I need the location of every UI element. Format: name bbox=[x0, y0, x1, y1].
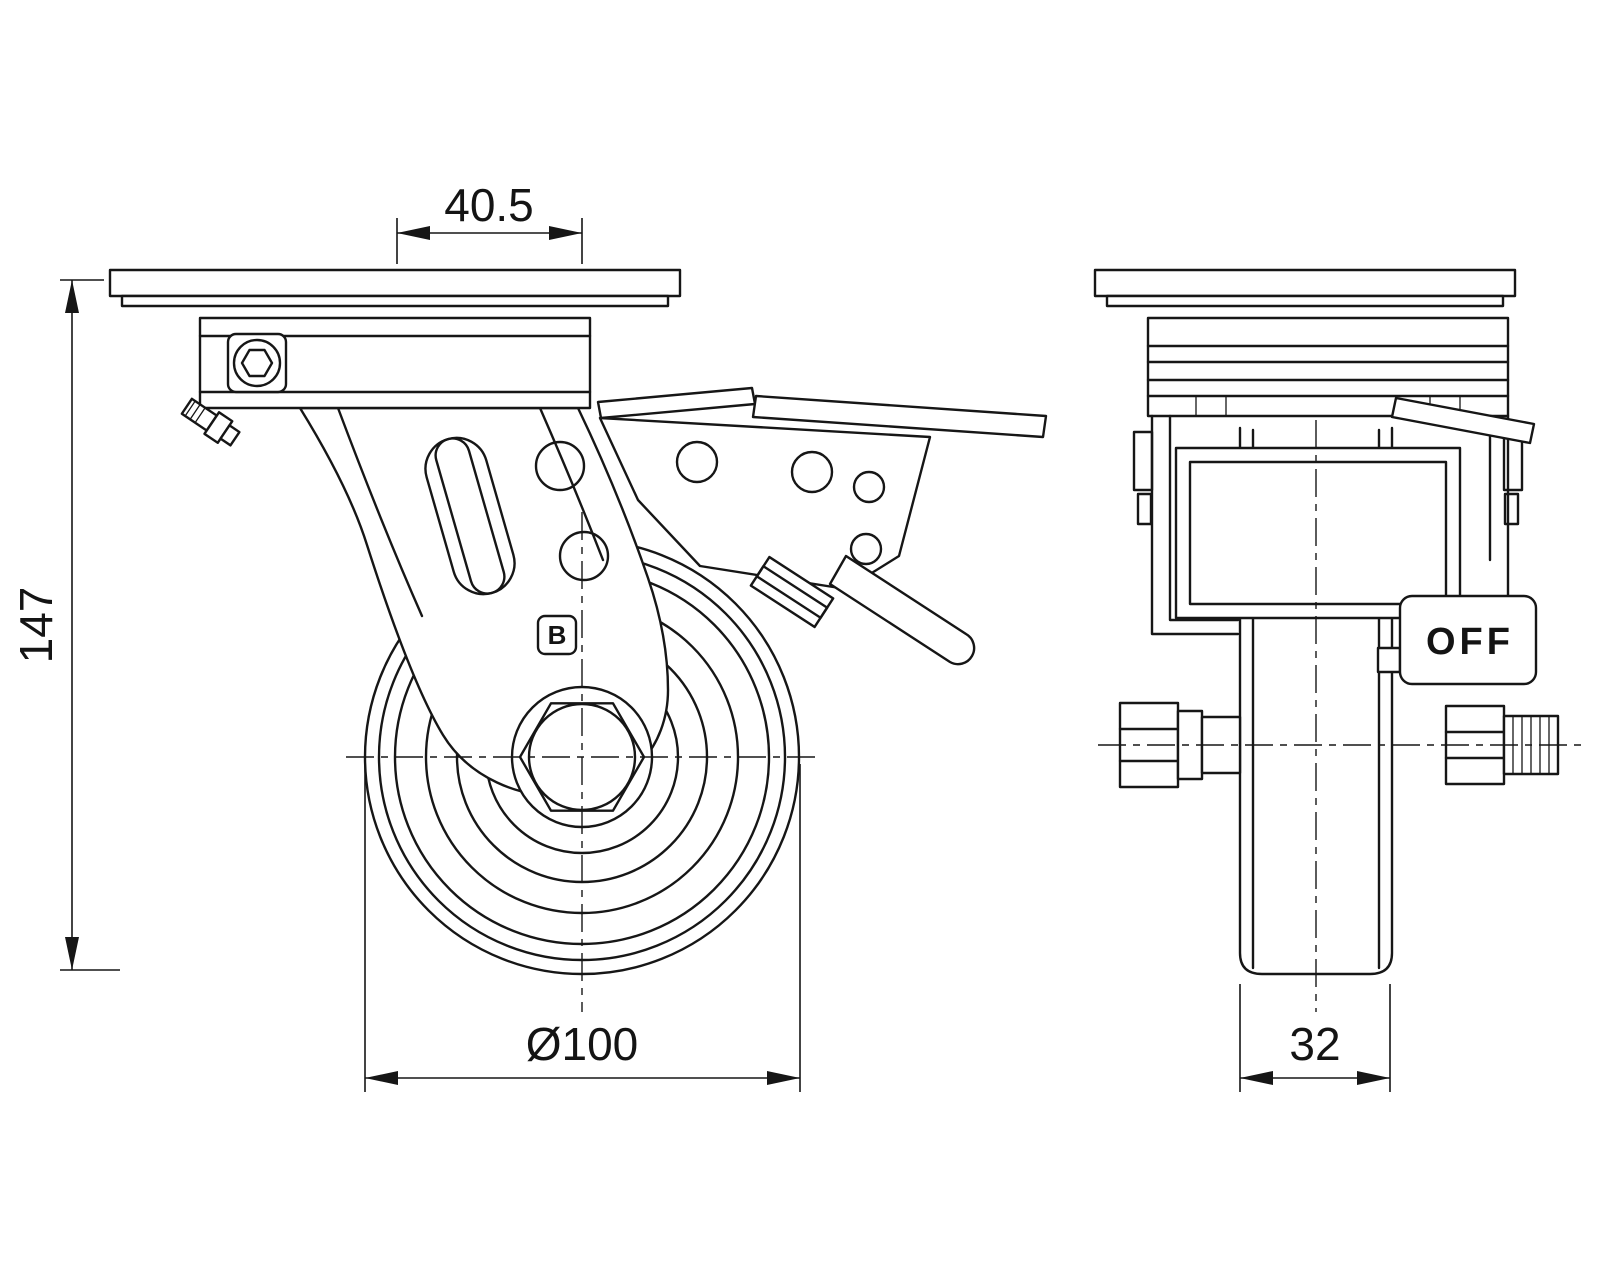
side-bracket bbox=[1132, 316, 1524, 636]
bracket-holes bbox=[534, 440, 886, 582]
front-centerlines bbox=[346, 512, 818, 1012]
dimension-width: 32 bbox=[1239, 984, 1391, 1092]
dimension-diameter: Ø100 bbox=[364, 764, 801, 1092]
dimension-height: 147 bbox=[10, 279, 120, 971]
swivel-housing bbox=[198, 316, 592, 410]
dimension-width-label: 32 bbox=[1289, 1018, 1340, 1070]
side-view: OFF 32 bbox=[1093, 268, 1582, 1092]
fork-slot bbox=[424, 436, 516, 596]
dimension-height-label: 147 bbox=[10, 587, 62, 664]
brand-logo: B bbox=[536, 614, 578, 656]
brake-lever bbox=[828, 554, 976, 666]
dimension-offset: 40.5 bbox=[396, 179, 583, 264]
brake-bracket bbox=[534, 386, 1048, 666]
dimension-offset-label: 40.5 bbox=[444, 179, 534, 231]
pedal-off-label: OFF bbox=[1426, 621, 1514, 663]
brake-pedal: OFF bbox=[1376, 396, 1538, 686]
side-centerlines bbox=[1098, 420, 1582, 1012]
grease-fitting bbox=[180, 397, 241, 447]
side-top-plate bbox=[1093, 268, 1517, 308]
front-view: B bbox=[10, 179, 1048, 1092]
top-plate bbox=[108, 268, 682, 308]
brand-logo-letter: B bbox=[548, 620, 567, 650]
dimension-diameter-label: Ø100 bbox=[526, 1018, 639, 1070]
brake-spring bbox=[749, 555, 835, 629]
socket-screw bbox=[226, 332, 288, 394]
